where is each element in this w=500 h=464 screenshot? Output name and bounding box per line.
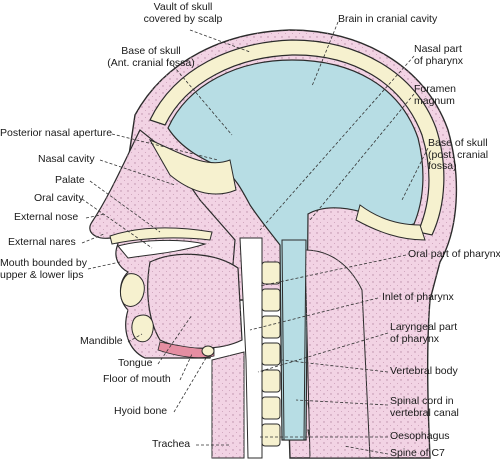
leader-nasal-pharynx <box>259 55 415 231</box>
leader-mouth <box>87 261 121 270</box>
hyoid-bone <box>201 345 215 357</box>
label-inlet-pharynx: Inlet of pharynx <box>382 291 454 303</box>
label-nasal-cavity: Nasal cavity <box>38 153 95 165</box>
leader-laryngeal <box>257 332 389 373</box>
label-floor-of-mouth: Floor of mouth <box>103 373 171 385</box>
label-palate: Palate <box>55 174 85 186</box>
leader-brain <box>311 21 339 87</box>
label-base-of-skull-anterior: Base of skull (Ant. cranial fossa) <box>107 45 195 69</box>
leader-base-ant <box>169 61 233 136</box>
vertebral-body-6 <box>261 396 281 420</box>
label-hyoid-bone: Hyoid bone <box>114 405 168 417</box>
nasal-bones <box>148 139 237 195</box>
label-foramen-magnum: Foramen magnum <box>414 83 457 107</box>
posterior-base-bone <box>355 204 426 241</box>
label-brain: Brain in cranial cavity <box>338 13 438 25</box>
label-spine-c7: Spine of C7 <box>390 447 445 459</box>
leader-oral-cavity <box>81 198 153 249</box>
label-mouth-lips: Mouth bounded by upper & lower lips <box>0 257 87 281</box>
label-tongue: Tongue <box>118 357 153 369</box>
skull-vault <box>149 39 445 236</box>
label-external-nose: External nose <box>14 211 79 223</box>
vertebral-body-5 <box>261 369 281 393</box>
leader-spine-c7 <box>343 445 389 455</box>
leader-external-nares <box>81 233 105 244</box>
leader-spinal-cord <box>295 399 389 406</box>
label-mandible: Mandible <box>80 335 123 347</box>
label-trachea: Trachea <box>152 438 191 450</box>
leader-foramen-magnum <box>309 93 415 221</box>
floor-of-mouth-muscle <box>157 341 215 358</box>
label-vertebral-body: Vertebral body <box>390 365 458 377</box>
label-nasal-pharynx: Nasal part of pharynx <box>414 43 464 67</box>
label-oesophagus: Oesophagus <box>390 430 450 442</box>
pharynx <box>239 237 263 459</box>
leader-palate <box>89 180 161 233</box>
oral-cavity <box>117 239 207 259</box>
leader-post-aperture <box>111 133 219 161</box>
spinal-cord <box>281 239 307 441</box>
label-spinal-cord: Spinal cord in vertebral canal <box>390 395 459 419</box>
leader-nasal-cavity <box>99 159 176 186</box>
label-oral-cavity: Oral cavity <box>34 192 84 204</box>
label-oral-pharynx: Oral part of pharynx <box>408 248 500 260</box>
label-vault-of-skull: Vault of skull covered by scalp <box>143 1 223 25</box>
vertebral-body-1 <box>261 261 281 285</box>
leader-mandible <box>127 333 143 343</box>
palate <box>109 227 213 245</box>
vertebral-body-3 <box>261 315 281 339</box>
mandible <box>120 273 154 343</box>
leader-vertebral-body <box>281 359 389 373</box>
label-laryngeal-pharynx: Laryngeal part of pharynx <box>390 321 458 345</box>
neck-front-dots <box>212 352 244 458</box>
vertebral-body-2 <box>261 288 281 312</box>
label-base-of-skull-posterior: Base of skull (post. cranial fossa) <box>428 137 489 172</box>
leader-vault <box>189 29 251 53</box>
leader-external-nose <box>85 213 106 219</box>
leader-inlet-pharynx <box>249 297 379 331</box>
label-posterior-nasal-aperture: Posterior nasal aperture <box>0 127 113 139</box>
vertebral-body-7 <box>261 423 281 447</box>
vertebral-body-4 <box>261 342 281 366</box>
tongue-dots <box>147 254 242 349</box>
label-external-nares: External nares <box>8 236 76 248</box>
neck-back-dots <box>305 250 370 458</box>
leader-lines <box>81 21 429 455</box>
leader-hyoid <box>173 357 207 413</box>
